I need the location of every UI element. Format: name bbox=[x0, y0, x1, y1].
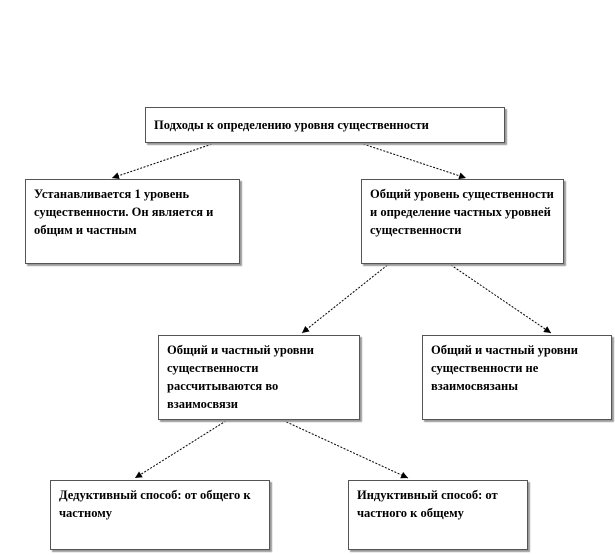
arrow-related-to-deductive bbox=[134, 418, 230, 479]
deductive-method-box: Дедуктивный способ: от общего к частному bbox=[50, 480, 270, 550]
arrow-root-to-general-level bbox=[359, 142, 467, 180]
arrow-general-to-related bbox=[301, 262, 391, 334]
single-level-box: Устанавливается 1 уровень существенности… bbox=[25, 179, 240, 264]
inductive-method-box: Индуктивный способ: от частного к общему bbox=[348, 480, 528, 550]
arrow-related-to-inductive bbox=[279, 418, 409, 479]
general-level-box: Общий уровень существенности и определен… bbox=[361, 179, 564, 264]
root-box: Подходы к определению уровня существенно… bbox=[145, 107, 505, 143]
arrow-general-to-unrelated bbox=[447, 262, 552, 334]
arrow-root-to-single-level bbox=[111, 142, 216, 180]
unrelated-levels-box: Общий и частный уровни существенности не… bbox=[422, 335, 612, 420]
related-levels-box: Общий и частный уровни существенности ра… bbox=[158, 335, 360, 420]
